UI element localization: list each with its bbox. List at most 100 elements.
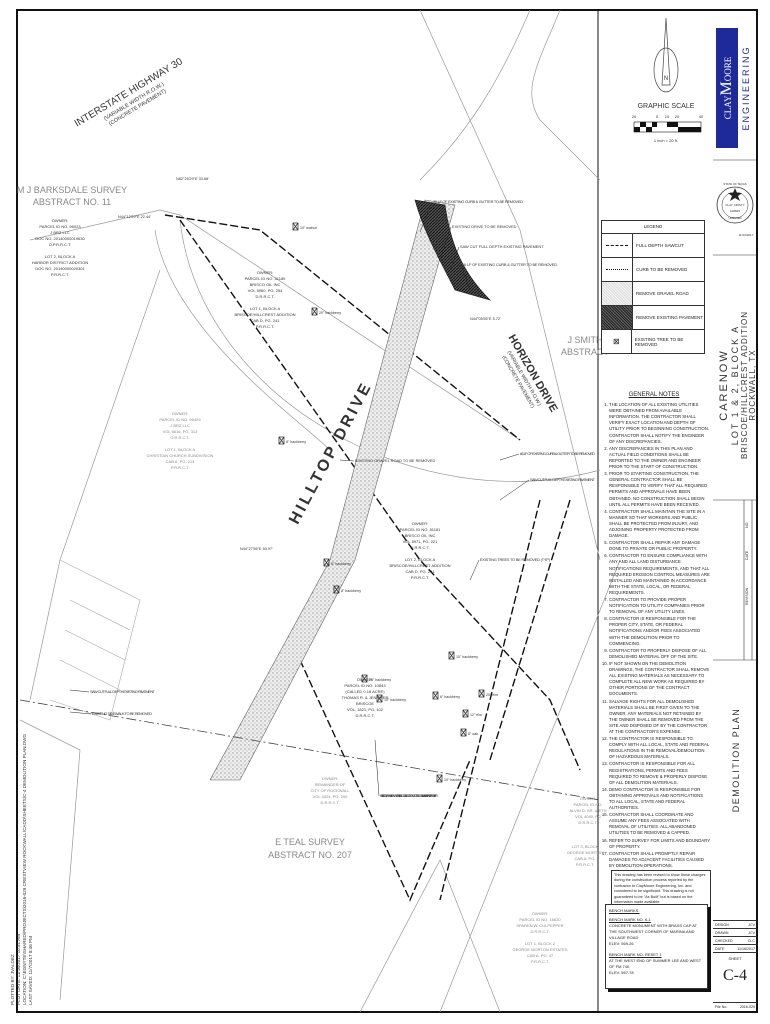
svg-text:0: 0 (656, 114, 659, 119)
general-note-item: CONTRACTOR TO PROPERLY DISPOSE OF ALL DE… (609, 648, 710, 660)
star-icon (728, 188, 742, 201)
bench-marks: BENCH MARKS: BENCH MARK NO. 6-1 CONCRETE… (605, 904, 708, 989)
general-notes-title: GENERAL NOTES (628, 392, 680, 398)
tree-label: 20" hackberry (319, 311, 341, 315)
svg-text:E TEAL SURVEY: E TEAL SURVEY (275, 837, 345, 847)
property-lines (19, 9, 621, 1013)
tree-label: 10" hackberry (444, 778, 466, 782)
general-note-item: PRIOR TO STARTING CONSTRUCTION, THE GENE… (609, 471, 710, 508)
general-note-item: CONTRACTOR IS RESPONSIBLE FOR THE PROPER… (609, 616, 710, 646)
svg-text:EXISTING TREES TO BE REMOVED (: EXISTING TREES TO BE REMOVED (TYP) (480, 557, 551, 562)
svg-text:STATE OF TEXAS: STATE OF TEXAS (723, 182, 746, 186)
sawcut-lines (164, 214, 581, 902)
svg-text:20: 20 (632, 114, 637, 119)
north-arrow: N (653, 17, 679, 93)
legend-item: CURB TO BE REMOVED (602, 258, 704, 282)
general-note-item: THE LOCATION OF ALL EXISTING UTILITIES W… (609, 402, 710, 445)
logo-text-clay: CLAY (723, 95, 733, 120)
bearing-labels: N82°25'29"E 33.68' N44°12'29"E 22.44' N4… (118, 177, 501, 551)
horizon-drive-label: HORIZON DRIVE (VARIABLE WIDTH R.O.W.) (C… (500, 333, 559, 415)
svg-text:ABSTRACT: ABSTRACT (561, 347, 610, 357)
svg-text:N44°12'29"E 22.44': N44°12'29"E 22.44' (118, 215, 151, 219)
tree-icon (436, 774, 443, 783)
svg-text:SAW CUT FULL DEPTH EXISTING PA: SAW CUT FULL DEPTH EXISTING PAVEMENT (530, 477, 596, 482)
svg-text:N82°25'29"E 33.68': N82°25'29"E 33.68' (176, 177, 209, 181)
tree-labels: 10" walnut 20" hackberry 8" hackberry 8"… (286, 226, 498, 782)
pavement-removal-hatch (414, 199, 492, 301)
svg-text:10: 10 (665, 114, 670, 119)
tree-icon (460, 728, 467, 737)
tree-label: 12" elm (470, 713, 482, 717)
general-note-item: ANY DISCREPANCIES IN THIS PLAN AND ACTUA… (609, 446, 710, 470)
svg-text:N44°27'56"E 50.07': N44°27'56"E 50.07' (240, 547, 273, 551)
tree-label: 20" elm (486, 693, 498, 697)
tree-icon (323, 558, 330, 567)
logo-text-m: M (718, 81, 735, 96)
general-note-item: REFER TO SURVEY FOR LIMITS AND BOUNDARY … (609, 838, 710, 850)
general-notes: GENERAL NOTES THE LOCATION OF ALL EXISTI… (598, 392, 710, 870)
trees-to-remove (278, 222, 485, 783)
north-arrow-letter: N (664, 76, 668, 82)
logo-text-oore: OORE (723, 56, 733, 82)
legend-item: ⊠EXISTING TREE TO BE REMOVED (602, 330, 704, 353)
svg-text:CLAY CRISTY: CLAY CRISTY (725, 203, 744, 207)
existing-sidewalk (49, 559, 141, 721)
project-title: CARENOW LOT 1 & 2, BLOCK A BRISCOE/HILLC… (718, 311, 757, 459)
overhead-power-line (19, 699, 601, 801)
tree-icon (311, 307, 318, 316)
scale-note: 1 inch = 20 ft. (654, 138, 678, 143)
dotted-line-icon (606, 269, 628, 270)
svg-text:SAW CUT FULL DEPTH EXISTING PA: SAW CUT FULL DEPTH EXISTING PAVEMENT (460, 244, 544, 249)
svg-text:NO.: NO. (745, 522, 749, 528)
svg-text:66 LF OF EXISTING CURB & GUTTE: 66 LF OF EXISTING CURB & GUTTER TO BE RE… (520, 451, 595, 456)
logo-subtitle: ENGINEERING (740, 28, 752, 148)
light-hatch-icon (602, 282, 633, 305)
svg-text:EXISTING GRAVEL ROAD TO BE REM: EXISTING GRAVEL ROAD TO BE REMOVED (355, 458, 435, 463)
svg-text:PLOT DATE: 11/16/2017 10:51: PLOT DATE: 11/16/2017 10:51 AM (16, 934, 21, 1005)
engineer-seal: STATE OF TEXAS CLAY CRISTY 108820 LICENS… (716, 182, 754, 237)
svg-text:ABSTRACT NO. 11: ABSTRACT NO. 11 (33, 197, 111, 207)
sheet-number-box: SHEET C-4 (713, 952, 757, 1003)
tree-icon (292, 222, 299, 231)
svg-text:SAW CUT FULL DEPTH EXISTING PA: SAW CUT FULL DEPTH EXISTING PAVEMENT (90, 689, 156, 694)
tree-icon (462, 709, 469, 718)
svg-text:LAST SAVED: 11/7/2017 8:46 P: LAST SAVED: 11/7/2017 8:46 PM (28, 936, 33, 1005)
dashed-line-icon (606, 245, 628, 246)
dark-hatch-icon (602, 306, 633, 329)
tree-x-icon: ⊠ (612, 337, 620, 346)
svg-text:BRISCOE/HILLCREST ADDITION: BRISCOE/HILLCREST ADDITION (740, 311, 749, 459)
svg-text:LOCATION: C:\EGNYTE\SHARED: LOCATION: C:\EGNYTE\SHARED\PROJECTS\2016… (22, 733, 27, 1005)
tree-icon (478, 689, 485, 698)
svg-text:EXISTING DRIVE TO BE REMOVED: EXISTING DRIVE TO BE REMOVED (452, 224, 517, 229)
svg-text:M J BARKSDALE SURVEY: M J BARKSDALE SURVEY (17, 185, 127, 195)
general-note-item: CONTRACTOR TO PROVIDE PROPER NOTIFICATIO… (609, 597, 710, 615)
tree-label: 20" hackberry (369, 678, 391, 682)
svg-text:J SMITH: J SMITH (568, 335, 603, 345)
plot-info: PLOTTED BY: JVALDEZ PLOT DATE: 11/16/201… (10, 733, 33, 1005)
general-note-item: IF NOT SHOWN ON THE DEMOLITION DRAWINGS,… (609, 661, 710, 698)
tree-label: 8" hackberry (331, 562, 351, 566)
svg-text:N44°05'55"E 5.72': N44°05'55"E 5.72' (470, 317, 501, 321)
svg-text:PLOTTED BY: JVALDEZ: PLOTTED BY: JVALDEZ (10, 954, 15, 1005)
tree-icon (278, 436, 285, 445)
svg-text:REVISION: REVISION (745, 587, 749, 605)
tree-icon (376, 694, 383, 703)
tree-icon (361, 674, 368, 683)
general-note-item: CONTRACTOR SHALL MAINTAIN THE SITE IN A … (609, 509, 710, 539)
general-note-item: DEMO CONTRACTOR IS RESPONSIBLE FOR OBTAI… (609, 787, 710, 811)
legend-item: FULL DEPTH SAWCUT (602, 234, 704, 258)
svg-text:ROCKWALL, TX: ROCKWALL, TX (748, 349, 757, 420)
svg-text:LICENSED: LICENSED (729, 216, 742, 220)
sheet-number: C-4 (723, 967, 747, 984)
tree-label: 10" walnut (300, 226, 317, 230)
